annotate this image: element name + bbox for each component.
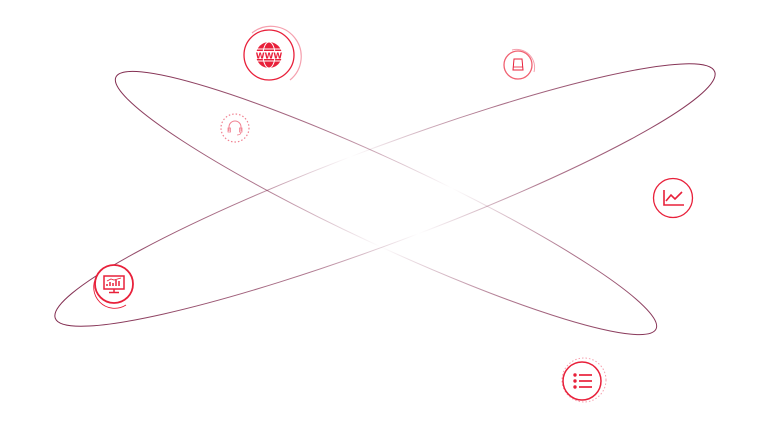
monitor-chart-icon [93, 264, 134, 309]
globe-www-icon: WWW [243, 25, 302, 81]
hard-drive-icon [503, 48, 536, 80]
orbit-ellipse-1 [114, 70, 658, 336]
orbit-ellipse-2 [54, 63, 716, 327]
www-label: WWW [256, 52, 283, 61]
headset-icon [220, 113, 250, 143]
list-icon [561, 357, 607, 403]
line-chart-icon [652, 177, 694, 219]
